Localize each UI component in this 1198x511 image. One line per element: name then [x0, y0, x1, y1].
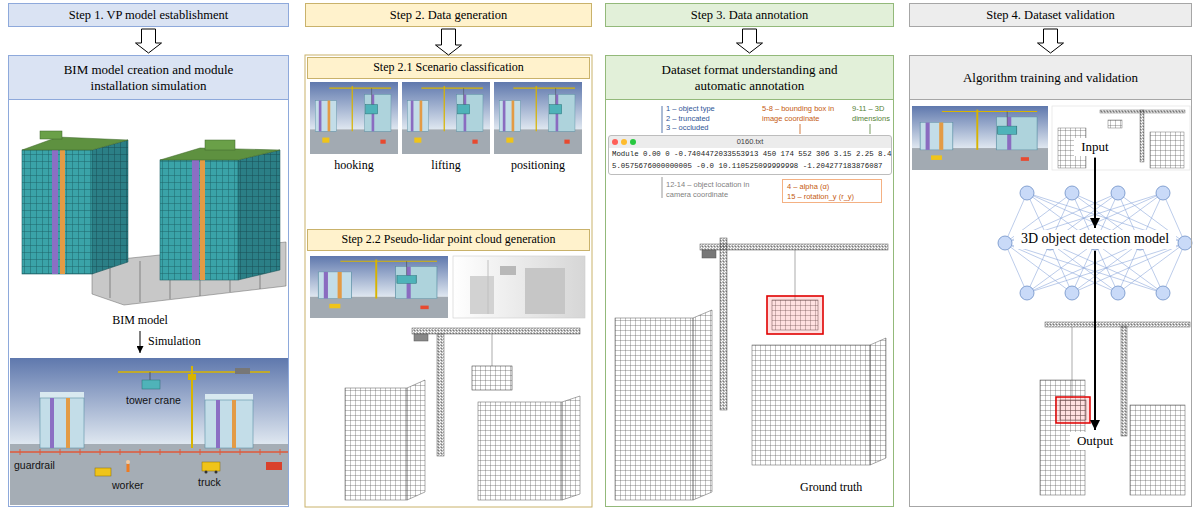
io-tag: Output: [1070, 432, 1120, 450]
field-box: 4 – alpha (α)15 – rotation_y (r_y): [782, 179, 882, 203]
panel-title: Dataset format understanding and automat…: [606, 56, 893, 100]
arrow-label: Simulation: [148, 334, 201, 348]
flow-arrow: [1094, 251, 1096, 430]
field-note: 12-14 – object location in camera coordi…: [666, 180, 766, 199]
stage-panel: Algorithm training and validationInput 3D…: [909, 55, 1192, 507]
step-header: Step 4. Dataset validation: [909, 3, 1192, 27]
io-tag: Input: [1074, 138, 1115, 156]
field-note: 9-11 – 3D dimensions: [852, 104, 892, 123]
step-title: Step 3. Data annotation: [687, 8, 812, 22]
scenario-label: positioning: [511, 158, 565, 172]
io-label: Input: [1081, 139, 1108, 155]
substep-title: Step 2.1 Scenario classification: [369, 61, 528, 75]
field-note: 4 – alpha (α): [787, 182, 877, 192]
stage-panel: Dataset format understanding and automat…: [605, 55, 894, 507]
model-box: 3D object detection model: [1014, 230, 1176, 249]
object-label: truck: [198, 476, 221, 489]
block-arrow: [136, 29, 162, 53]
validation-figures: [912, 106, 1192, 495]
figure-caption: BIM model: [112, 313, 168, 327]
field-note: 5-8 – bounding box in image coordinate: [762, 104, 848, 123]
step-header: Step 2. Data generation: [305, 3, 592, 27]
field-note: 2 – truncated: [666, 114, 710, 123]
label-line: 5.0575676000000005 -0.0 10.1105250999999…: [609, 160, 891, 172]
annotation-figures: [609, 106, 891, 500]
step-header: Step 1. VP model establishment: [8, 3, 289, 27]
step-title: Step 4. Dataset validation: [982, 8, 1118, 22]
simulation-scene: [10, 358, 288, 505]
figure-caption: Ground truth: [800, 480, 862, 494]
substep-band: Step 2.2 Pseudo-lidar point cloud genera…: [307, 229, 590, 251]
io-label: Output: [1077, 433, 1113, 449]
substep-title: Step 2.2 Pseudo-lidar point cloud genera…: [338, 233, 560, 247]
file-name: 0160.txt: [609, 136, 891, 148]
flow-arrow: [1094, 158, 1096, 228]
model-label: 3D object detection model: [1021, 231, 1169, 248]
step-header: Step 3. Data annotation: [605, 3, 894, 27]
bim-model-figure: [22, 131, 286, 353]
object-label: tower crane: [126, 394, 181, 407]
scenario-label: hooking: [334, 158, 373, 172]
field-note: 3 – occluded: [666, 123, 709, 132]
block-arrow: [436, 29, 462, 55]
label-line: Module 0.00 0 -0.7404472033553913 450 17…: [609, 148, 891, 160]
block-arrow: [737, 29, 763, 53]
data-generation-figures: [305, 55, 592, 507]
field-note: 15 – rotation_y (r_y): [787, 192, 877, 202]
field-note: 1 – object type: [666, 104, 715, 113]
scenario-label: lifting: [431, 158, 460, 172]
panel-title: BIM model creation and module installati…: [9, 56, 288, 100]
step-title: Step 1. VP model establishment: [65, 8, 232, 22]
step-title: Step 2. Data generation: [386, 8, 511, 22]
substep-band: Step 2.1 Scenario classification: [307, 57, 590, 79]
stage-panel: BIM model creation and module installati…: [8, 55, 289, 507]
panel-title: Algorithm training and validation: [910, 56, 1191, 100]
object-label: guardrail: [14, 459, 55, 472]
file-window: 0160.txtModule 0.00 0 -0.740447203355391…: [608, 135, 892, 175]
object-label: worker: [112, 479, 144, 492]
block-arrow: [1038, 29, 1064, 53]
